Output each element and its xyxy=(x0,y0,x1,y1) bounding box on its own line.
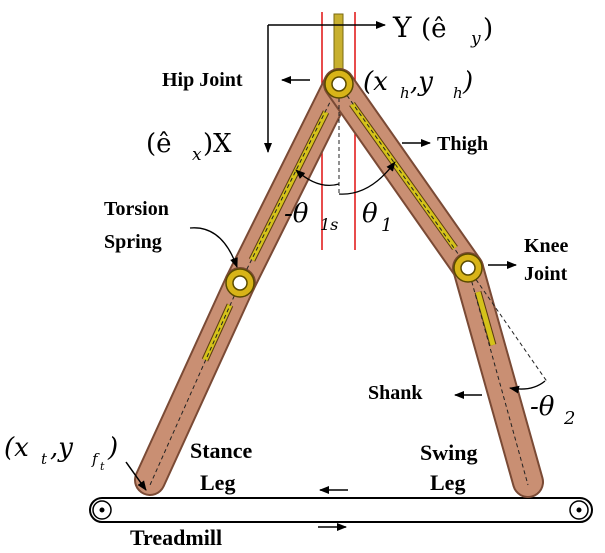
theta1s-arc xyxy=(295,169,340,187)
y-axis-letter: Y xyxy=(392,11,412,44)
y-unit-close: ) xyxy=(483,14,493,44)
stance-leg-label: Leg xyxy=(200,470,235,495)
thigh-label: Thigh xyxy=(437,133,488,155)
hip-joint xyxy=(324,69,354,99)
foot-coord-sub-t: t xyxy=(41,450,48,468)
treadmill-belt xyxy=(89,486,593,531)
y-unit-subscript: y xyxy=(470,29,481,49)
theta1-sub: 1 xyxy=(381,215,392,236)
hip-coord-sub2: h xyxy=(453,84,463,102)
theta1s-sub: 1s xyxy=(320,215,338,234)
x-axis-letter: )X xyxy=(203,129,232,159)
swing-knee-joint xyxy=(453,253,483,283)
foot-coord-sub-f: f xyxy=(91,450,100,468)
joint-label: Joint xyxy=(524,263,568,285)
x-unit-vector: (ê xyxy=(146,129,172,159)
torsion-spring-pointer xyxy=(189,227,238,268)
stance-knee-joint xyxy=(225,268,255,298)
foot-coord-sub-ft: t xyxy=(100,460,105,473)
foot-coord: (x xyxy=(4,433,29,463)
foot-coord-sep: ,y xyxy=(50,433,73,463)
theta1-label: θ xyxy=(362,199,378,229)
knee-label: Knee xyxy=(524,235,569,257)
theta2-label: -θ xyxy=(530,392,555,422)
swing-label: Swing xyxy=(420,440,477,465)
hip-coord-sub1: h xyxy=(400,84,410,102)
hip-coord: (x xyxy=(363,67,388,97)
spring-label: Spring xyxy=(104,231,162,253)
foot-coord-arrow xyxy=(125,461,147,491)
theta1s-label: -θ xyxy=(284,199,309,229)
treadmill-label: Treadmill xyxy=(130,525,222,550)
swing-leg xyxy=(323,68,544,498)
hip-coord-sep: ,y xyxy=(410,67,433,97)
shank-label: Shank xyxy=(368,382,423,404)
torsion-label: Torsion xyxy=(104,198,169,220)
theta2-sub: 2 xyxy=(563,408,575,429)
theta2-arc xyxy=(509,380,546,394)
theta1-arc xyxy=(338,161,396,195)
knee-extension-dashed xyxy=(467,267,549,384)
hip-stem xyxy=(333,13,344,75)
y-unit-vector: (ê xyxy=(421,14,447,44)
swing-leg-label: Leg xyxy=(430,470,465,495)
stance-leg xyxy=(134,68,355,496)
stance-label: Stance xyxy=(190,438,253,463)
foot-coord-close: ) xyxy=(107,433,118,463)
hip-coord-close: ) xyxy=(462,67,473,97)
x-unit-subscript: x xyxy=(192,145,202,165)
hip-joint-label: Hip Joint xyxy=(162,69,243,91)
